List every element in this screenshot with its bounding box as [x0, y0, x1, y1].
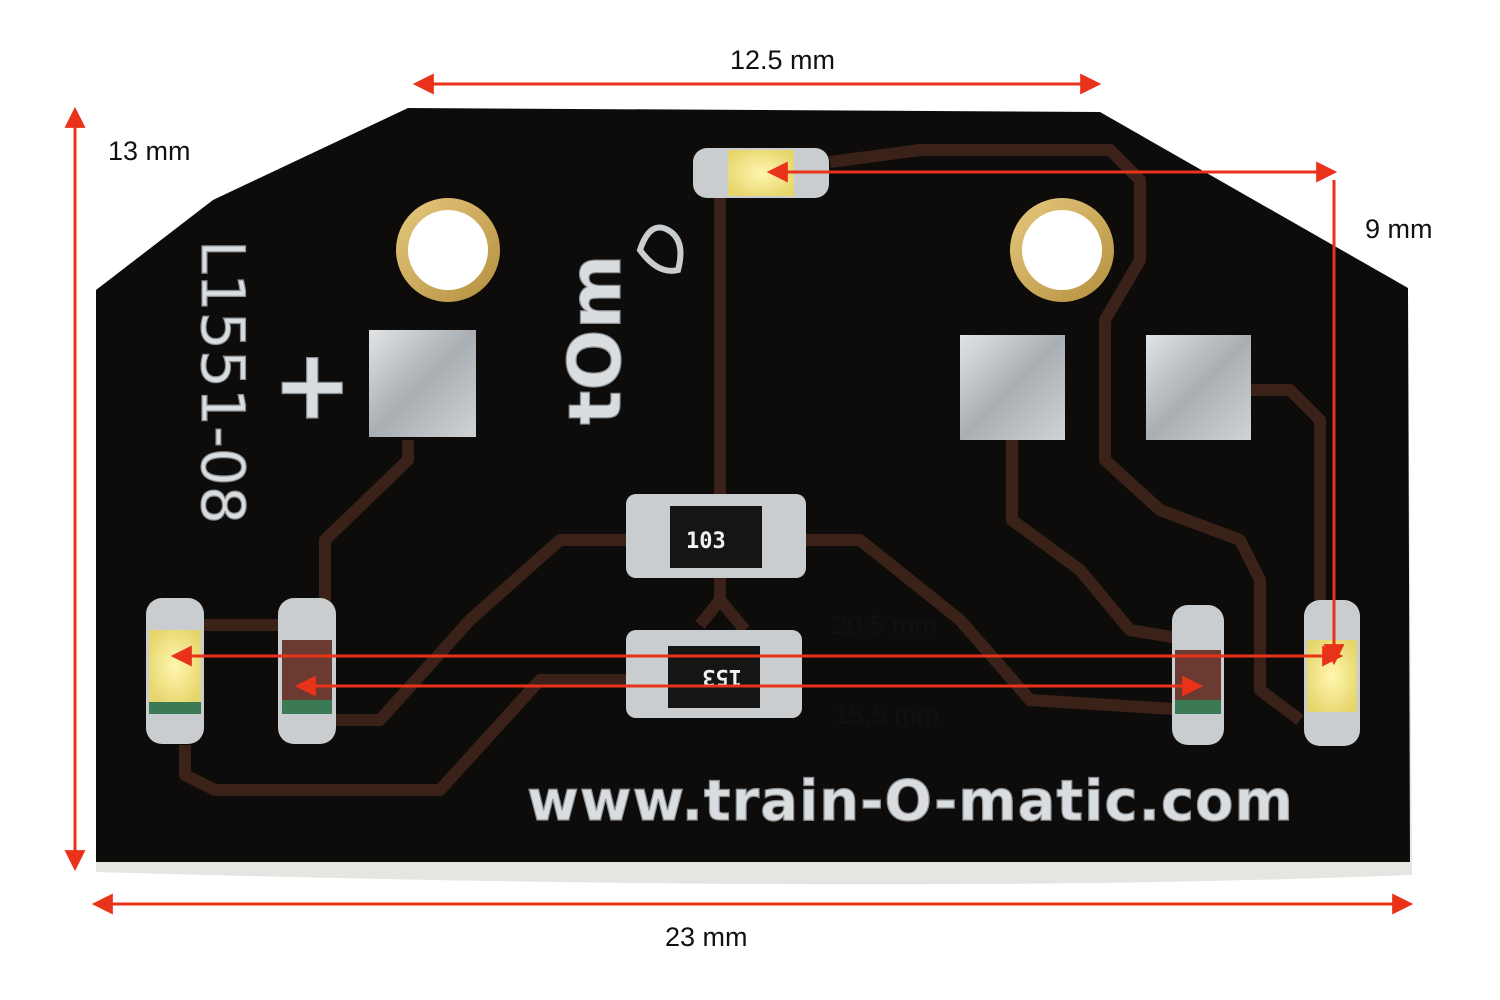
- led-right-inner: [1172, 605, 1224, 745]
- solder-pad-right: [1146, 335, 1251, 440]
- resistor-bottom: 153: [626, 630, 802, 718]
- dimension-lines: [64, 73, 1414, 915]
- website-text: www.train-O-matic.com: [527, 769, 1294, 834]
- plus-marking: +: [272, 329, 352, 441]
- dim-label-vertical: 9 mm: [1365, 214, 1433, 244]
- solder-pad-middle: [960, 335, 1065, 440]
- led-left-outer: [146, 598, 204, 744]
- dim-label-inner: 15.5 mm: [834, 700, 939, 730]
- part-number: L1551-08: [187, 240, 257, 524]
- dim-label-total-width: 23 mm: [665, 922, 748, 952]
- mounting-hole-right: [1010, 198, 1114, 302]
- pcb-board: [96, 108, 1410, 862]
- resistor-top-code: 103: [686, 529, 726, 554]
- solder-pad-plus: [369, 330, 476, 437]
- logo-bell-icon: [636, 224, 684, 274]
- resistor-top: 103: [626, 494, 806, 578]
- led-left-inner: [278, 598, 336, 744]
- dim-label-height: 13 mm: [108, 136, 191, 166]
- led-right-outer: [1304, 600, 1360, 746]
- brand-logo: tOm: [553, 254, 637, 425]
- pcb-traces: [179, 144, 1326, 796]
- dim-label-top-width: 12.5 mm: [730, 45, 835, 75]
- dim-label-outer: 20.5 mm: [832, 610, 937, 640]
- mounting-hole-left: [396, 198, 500, 302]
